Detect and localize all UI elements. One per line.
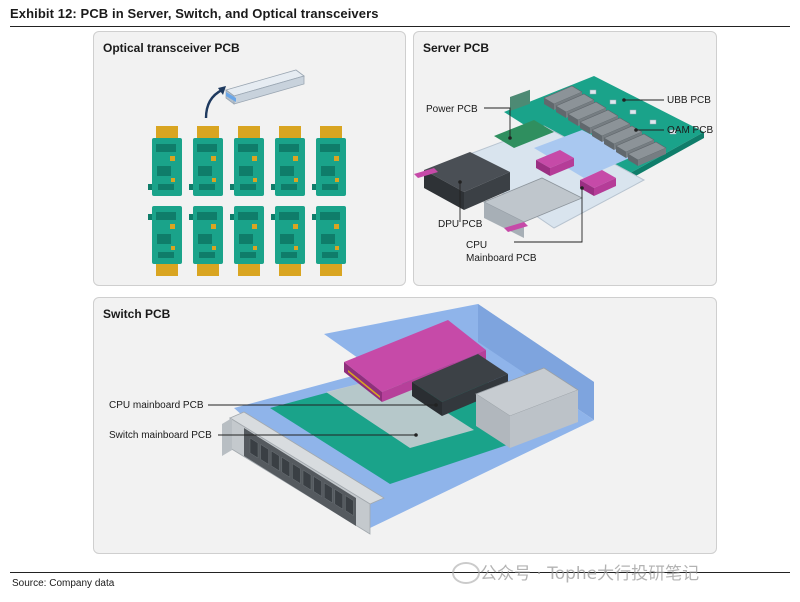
switch-panel: Switch PCB CPU xyxy=(93,297,717,554)
switch-port xyxy=(323,482,333,504)
switch-port xyxy=(302,469,312,491)
switch-asic-heatsink xyxy=(344,320,486,392)
leader-power xyxy=(484,107,511,138)
optical-module-icon xyxy=(225,69,305,105)
server-dpu-module xyxy=(424,152,510,192)
label-power-pcb: Power PCB xyxy=(426,104,478,115)
optical-pcb-board xyxy=(271,206,305,276)
label-switch-cpu-mainboard: CPU mainboard PCB xyxy=(109,400,204,411)
label-oam-pcb: OAM PCB xyxy=(667,125,713,136)
optical-pcb-board xyxy=(230,206,264,276)
optical-pcb-board xyxy=(189,206,223,276)
watermark-text: 公众号 · Tophe大行投研笔记 xyxy=(480,564,700,584)
server-illustration: Power PCB UBB PCB OAM PCB DPU PCB CPU Ma… xyxy=(414,76,713,264)
leader-cpu xyxy=(514,188,583,243)
switch-port xyxy=(260,443,269,465)
switch-port xyxy=(249,437,259,459)
optical-illustration xyxy=(148,69,346,276)
optical-pcb-board xyxy=(312,206,346,276)
exhibit-title: Exhibit 12: PCB in Server, Switch, and O… xyxy=(10,6,379,21)
switch-port xyxy=(334,488,344,510)
server-cpu-chip-1 xyxy=(536,150,574,168)
server-panel: Server PCB xyxy=(413,31,717,286)
switch-port xyxy=(292,463,301,485)
switch-port xyxy=(270,450,280,472)
server-power-board xyxy=(494,120,554,148)
optical-pcb-board xyxy=(271,126,305,196)
arrow-icon xyxy=(204,88,223,119)
optical-pcb-board xyxy=(148,126,182,196)
optical-panel-title: Optical transceiver PCB xyxy=(103,41,240,55)
server-oam-heatsink xyxy=(627,141,667,166)
title-rule xyxy=(10,26,790,27)
switch-illustration: CPU mainboard PCB Switch mainboard PCB xyxy=(109,304,594,535)
label-dpu-pcb: DPU PCB xyxy=(438,219,483,230)
switch-cpu-module xyxy=(412,354,508,402)
optical-pcb-board xyxy=(148,206,182,276)
footer-rule xyxy=(10,572,790,573)
switch-port xyxy=(281,456,291,478)
optical-pcb-board xyxy=(312,126,346,196)
switch-panel-title: Switch PCB xyxy=(103,307,171,321)
server-cpu-chip-2 xyxy=(580,170,616,188)
server-panel-title: Server PCB xyxy=(423,41,490,55)
switch-port xyxy=(313,475,322,497)
optical-pcb-board xyxy=(189,126,223,196)
watermark-logo-icon xyxy=(452,562,480,584)
label-switch-mainboard: Switch mainboard PCB xyxy=(109,430,212,441)
switch-port xyxy=(345,495,354,517)
label-ubb-pcb: UBB PCB xyxy=(667,95,711,106)
optical-pcb-board xyxy=(230,126,264,196)
source-note: Source: Company data xyxy=(12,578,115,589)
label-cpu-line1: CPU xyxy=(466,240,487,251)
optical-transceiver-panel: Optical transceiver PCB xyxy=(93,31,406,286)
label-cpu-line2: Mainboard PCB xyxy=(466,253,537,264)
